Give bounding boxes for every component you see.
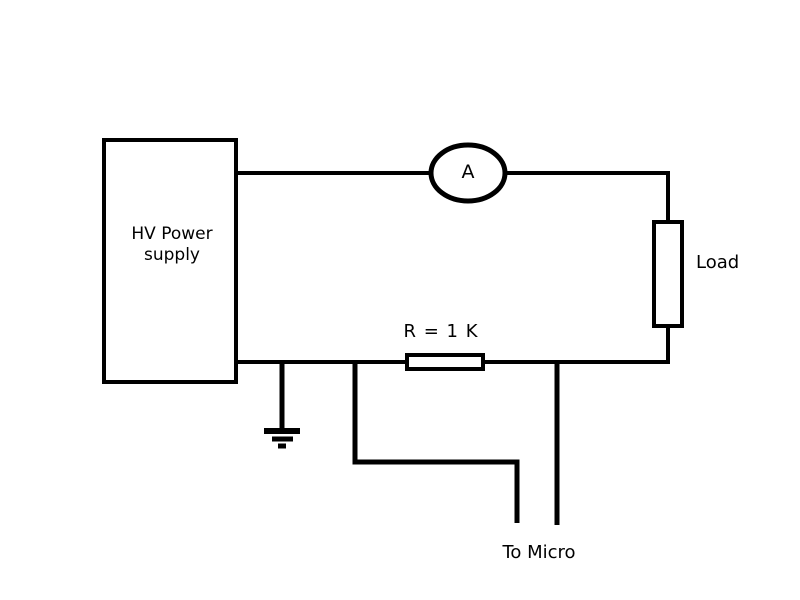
- ground-icon: [264, 428, 300, 449]
- load-resistor-body: [652, 220, 684, 328]
- wire-ammeter-to-load: [505, 171, 670, 222]
- wire-sense-left-to-micro: [352, 362, 520, 523]
- to-micro-label: To Micro: [502, 542, 576, 563]
- power-supply-box: [102, 138, 238, 384]
- ammeter-label: A: [461, 161, 475, 183]
- power-supply-label: HV Power supply: [131, 224, 213, 265]
- resistor-value-label: R = 1 K: [403, 321, 479, 342]
- ammeter-symbol: [428, 142, 508, 204]
- load-label: Load: [696, 252, 740, 273]
- sense-resistor-body: [405, 353, 485, 371]
